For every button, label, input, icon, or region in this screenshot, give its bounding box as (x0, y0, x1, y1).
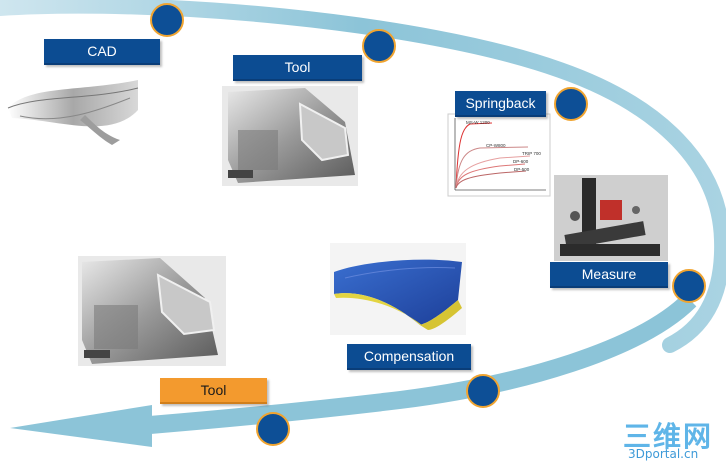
chart-series-label-2: TRIP 700 (522, 151, 541, 156)
tool-image-top (222, 86, 358, 186)
chart-series-label-0: MS-W 1200 (466, 120, 490, 125)
node-cad (151, 4, 183, 36)
tool-image-bottom (78, 256, 226, 366)
node-springback (555, 88, 587, 120)
step-label-tool-2-current: Tool (160, 378, 267, 404)
process-arrow-head (10, 405, 152, 447)
compensation-sheet-image (330, 243, 466, 335)
step-label-compensation: Compensation (347, 344, 471, 370)
chart-series-label-4: DP-500 (514, 167, 530, 172)
chart-series-label-3: DP-600 (513, 159, 529, 164)
step-label-measure: Measure (550, 262, 668, 288)
step-label-springback: Springback (455, 91, 546, 117)
node-compensation (467, 375, 499, 407)
node-measure (673, 270, 705, 302)
watermark-url: 3Dportal.cn (628, 447, 698, 461)
node-tool-1 (363, 30, 395, 62)
cad-surface-image (8, 80, 138, 145)
step-label-tool-1: Tool (233, 55, 362, 81)
node-tool-2 (257, 413, 289, 445)
chart-series-label-1: CP-W800 (486, 143, 506, 148)
measure-machine-image (554, 175, 668, 261)
step-label-cad: CAD (44, 39, 160, 65)
